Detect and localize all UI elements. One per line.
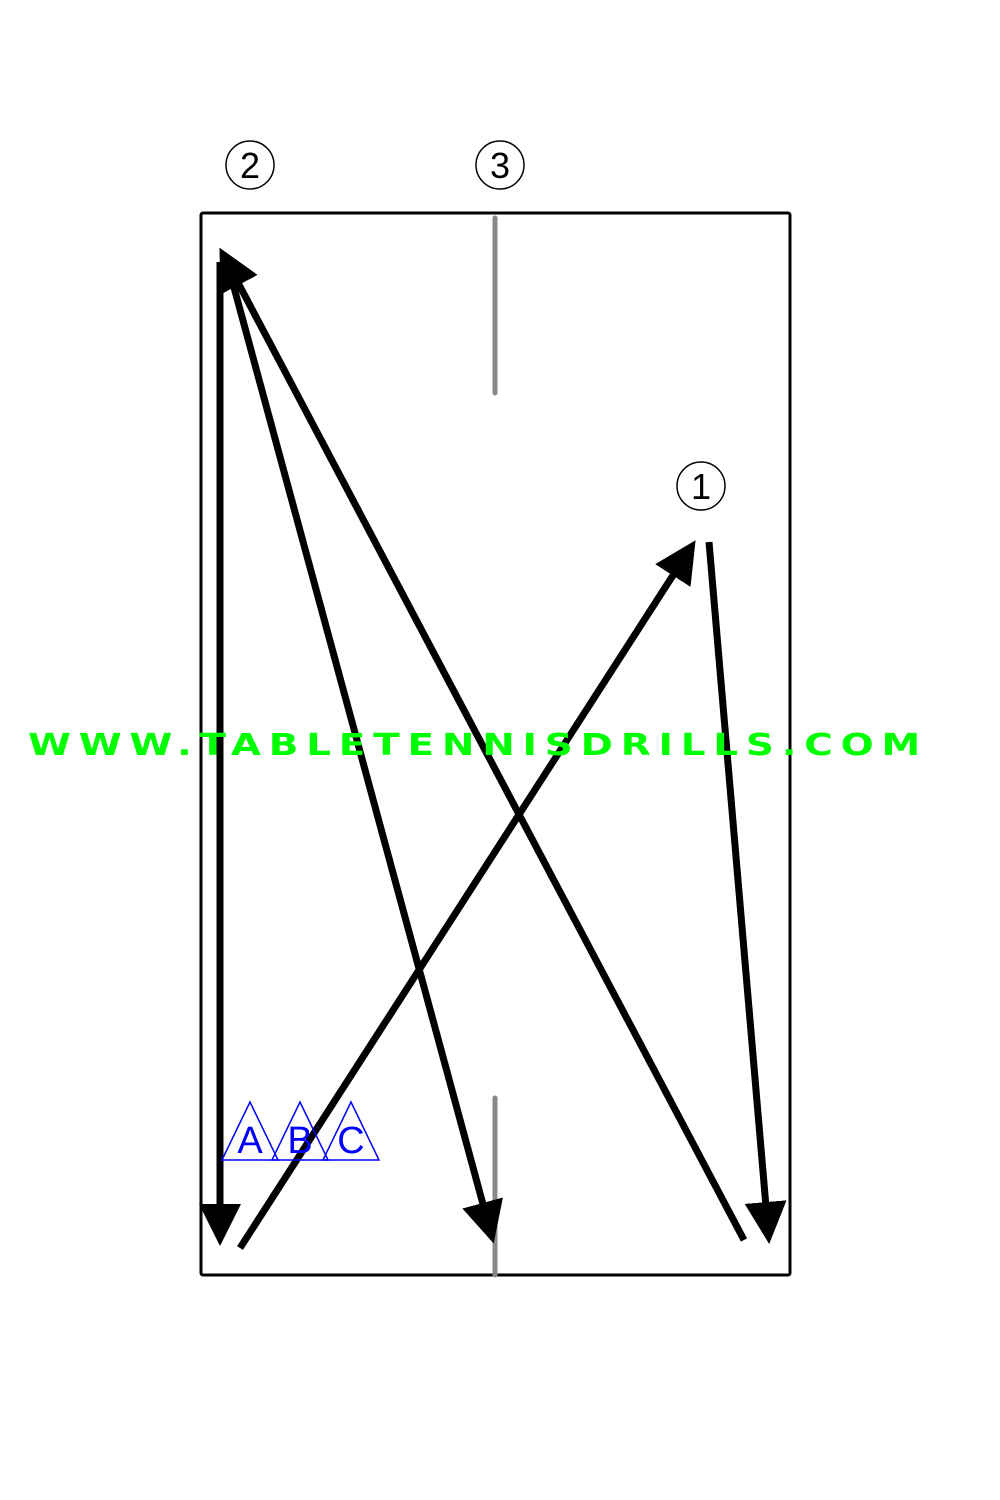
arrow-from-marker-1 [705, 541, 787, 1244]
marker-2: 2 [225, 140, 275, 190]
marker-3-circle [475, 140, 525, 190]
marker-2-circle [225, 140, 275, 190]
player-a-triangle [220, 1100, 280, 1161]
marker-1-circle [676, 461, 726, 511]
watermark: WWW.TABLETENNISDRILLS.COM [28, 728, 928, 763]
arrow-to-middle [222, 257, 503, 1244]
arrow-to-marker-2 [219, 247, 748, 1242]
marker-1-label: 1 [691, 466, 711, 507]
marker-3-label: 3 [490, 145, 510, 186]
marker-2-label: 2 [240, 145, 260, 186]
player-b-triangle [270, 1100, 330, 1161]
players: A B C [220, 1100, 381, 1162]
player-c: C [321, 1100, 381, 1162]
player-c-label: C [337, 1120, 364, 1162]
marker-1: 1 [676, 461, 726, 511]
player-a-label: A [237, 1120, 263, 1162]
player-c-triangle [321, 1100, 381, 1161]
player-b: B [270, 1100, 330, 1162]
player-b-label: B [287, 1120, 312, 1162]
player-a: A [220, 1100, 280, 1162]
marker-3: 3 [475, 140, 525, 190]
